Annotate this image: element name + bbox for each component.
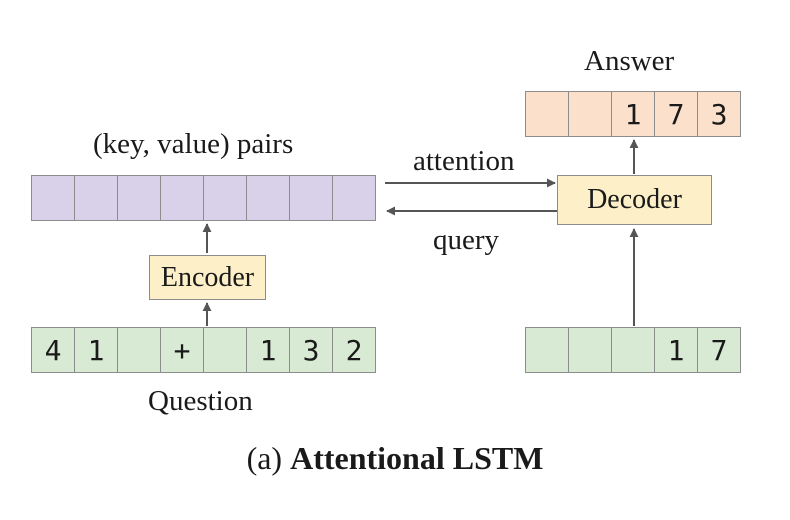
key-value-cell <box>160 175 204 221</box>
answer-cell: 3 <box>697 91 741 137</box>
question-cell <box>203 327 247 373</box>
figure-caption: (a) Attentional LSTM <box>0 442 790 474</box>
key-value-cell <box>31 175 75 221</box>
answer-cell <box>568 91 612 137</box>
answer-row: 1 7 3 <box>525 91 741 137</box>
key-value-cell <box>117 175 161 221</box>
answer-cell: 7 <box>654 91 698 137</box>
question-cell: 3 <box>289 327 333 373</box>
decoder-input-cell: 7 <box>697 327 741 373</box>
encoder-box: Encoder <box>149 255 266 300</box>
key-value-cell <box>203 175 247 221</box>
question-cell <box>117 327 161 373</box>
question-cell: + <box>160 327 204 373</box>
key-value-row <box>31 175 376 221</box>
decoder-input-cell <box>525 327 569 373</box>
decoder-input-cell: 1 <box>654 327 698 373</box>
answer-cell <box>525 91 569 137</box>
caption-title: Attentional LSTM <box>290 440 544 476</box>
question-row: 4 1 + 1 3 2 <box>31 327 376 373</box>
decoder-box: Decoder <box>557 175 712 225</box>
key-value-cell <box>332 175 376 221</box>
pairs-label: (key, value) pairs <box>93 128 294 160</box>
caption-prefix: (a) <box>246 440 291 476</box>
answer-label: Answer <box>584 45 675 77</box>
question-cell: 1 <box>246 327 290 373</box>
key-value-cell <box>74 175 118 221</box>
key-value-cell <box>289 175 333 221</box>
key-value-cell <box>246 175 290 221</box>
decoder-input-row: 1 7 <box>525 327 741 373</box>
question-cell: 4 <box>31 327 75 373</box>
attention-label: attention <box>413 145 515 177</box>
decoder-input-cell <box>611 327 655 373</box>
query-label: query <box>433 224 500 256</box>
answer-cell: 1 <box>611 91 655 137</box>
question-label: Question <box>148 385 253 417</box>
decoder-input-cell <box>568 327 612 373</box>
question-cell: 1 <box>74 327 118 373</box>
question-cell: 2 <box>332 327 376 373</box>
